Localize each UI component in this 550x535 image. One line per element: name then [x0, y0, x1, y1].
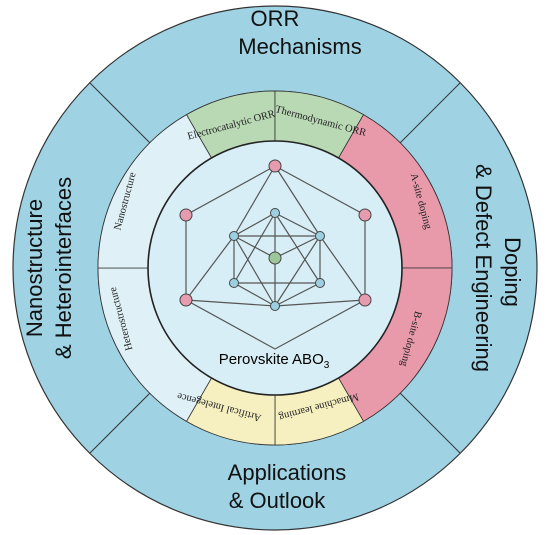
- outer-divider-top-right: [399, 82, 461, 144]
- atom-a-site: [358, 208, 372, 222]
- edge: [233, 235, 276, 259]
- center-title: Perovskite ABO3: [219, 351, 330, 371]
- edge: [319, 235, 366, 301]
- atom-b-site: [268, 251, 282, 265]
- atom-a-site: [179, 208, 193, 222]
- atom-oxygen: [270, 208, 280, 218]
- atom-a-site: [358, 293, 372, 307]
- edge: [185, 299, 276, 307]
- edge: [233, 235, 276, 307]
- perovskite-atoms: [179, 159, 372, 311]
- outer-label-right-line2: & Defect Engineering: [471, 164, 496, 372]
- outer-label-bottom-line2: & Outlook: [229, 488, 327, 513]
- atom-a-site: [179, 293, 193, 307]
- edge: [274, 165, 321, 237]
- outer-label-top-line1: ORR: [251, 6, 300, 31]
- outer-label-bottom-line1: Applications: [228, 460, 347, 485]
- atom-oxygen: [270, 301, 280, 311]
- edge: [274, 212, 321, 284]
- atom-a-site: [268, 159, 282, 173]
- outer-divider-bottom-right: [399, 392, 461, 454]
- atom-oxygen: [315, 231, 325, 241]
- atom-oxygen: [315, 278, 325, 288]
- outer-label-right-line1: Doping: [500, 237, 525, 307]
- edge: [233, 165, 276, 237]
- outer-label-left-line2: & Heterointerfaces: [51, 177, 76, 359]
- outer-divider-bottom-left: [89, 392, 151, 454]
- edge: [274, 235, 321, 259]
- edge: [233, 212, 276, 284]
- atom-oxygen: [229, 278, 239, 288]
- edge: [274, 299, 366, 307]
- outer-label-top-line2: Mechanisms: [238, 34, 361, 59]
- atom-oxygen: [229, 231, 239, 241]
- outer-divider-top-left: [89, 82, 151, 144]
- center-title-main: Perovskite ABO: [219, 351, 324, 368]
- center-title-subscript: 3: [324, 360, 330, 371]
- edge: [185, 235, 235, 301]
- outer-label-left-line1: Nanostructure: [22, 199, 47, 337]
- edge: [274, 235, 321, 307]
